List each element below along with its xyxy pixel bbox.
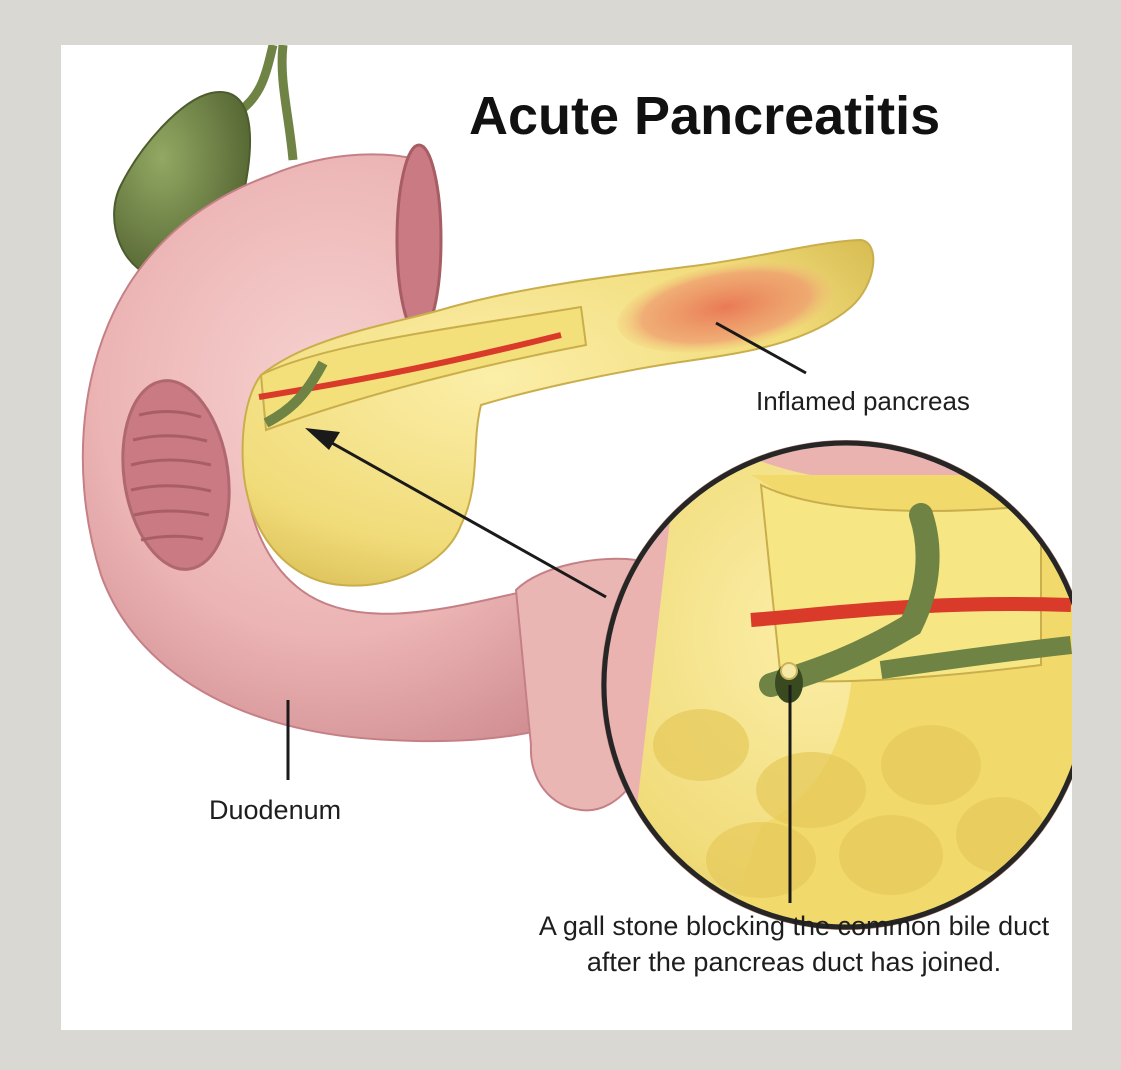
illustration-canvas: Acute Pancreatitis Inflamed pancreas Duo… [61,45,1072,1030]
duodenum-label: Duodenum [209,795,341,826]
duodenum-opening [397,145,441,335]
gall-stone [781,663,797,679]
magnified-detail [601,425,1072,945]
inflamed-pancreas-label: Inflamed pancreas [756,386,970,417]
gall-stone-label: A gall stone blocking the common bile du… [524,908,1064,980]
anatomy-illustration [61,45,1072,1030]
diagram-title: Acute Pancreatitis [469,85,940,147]
